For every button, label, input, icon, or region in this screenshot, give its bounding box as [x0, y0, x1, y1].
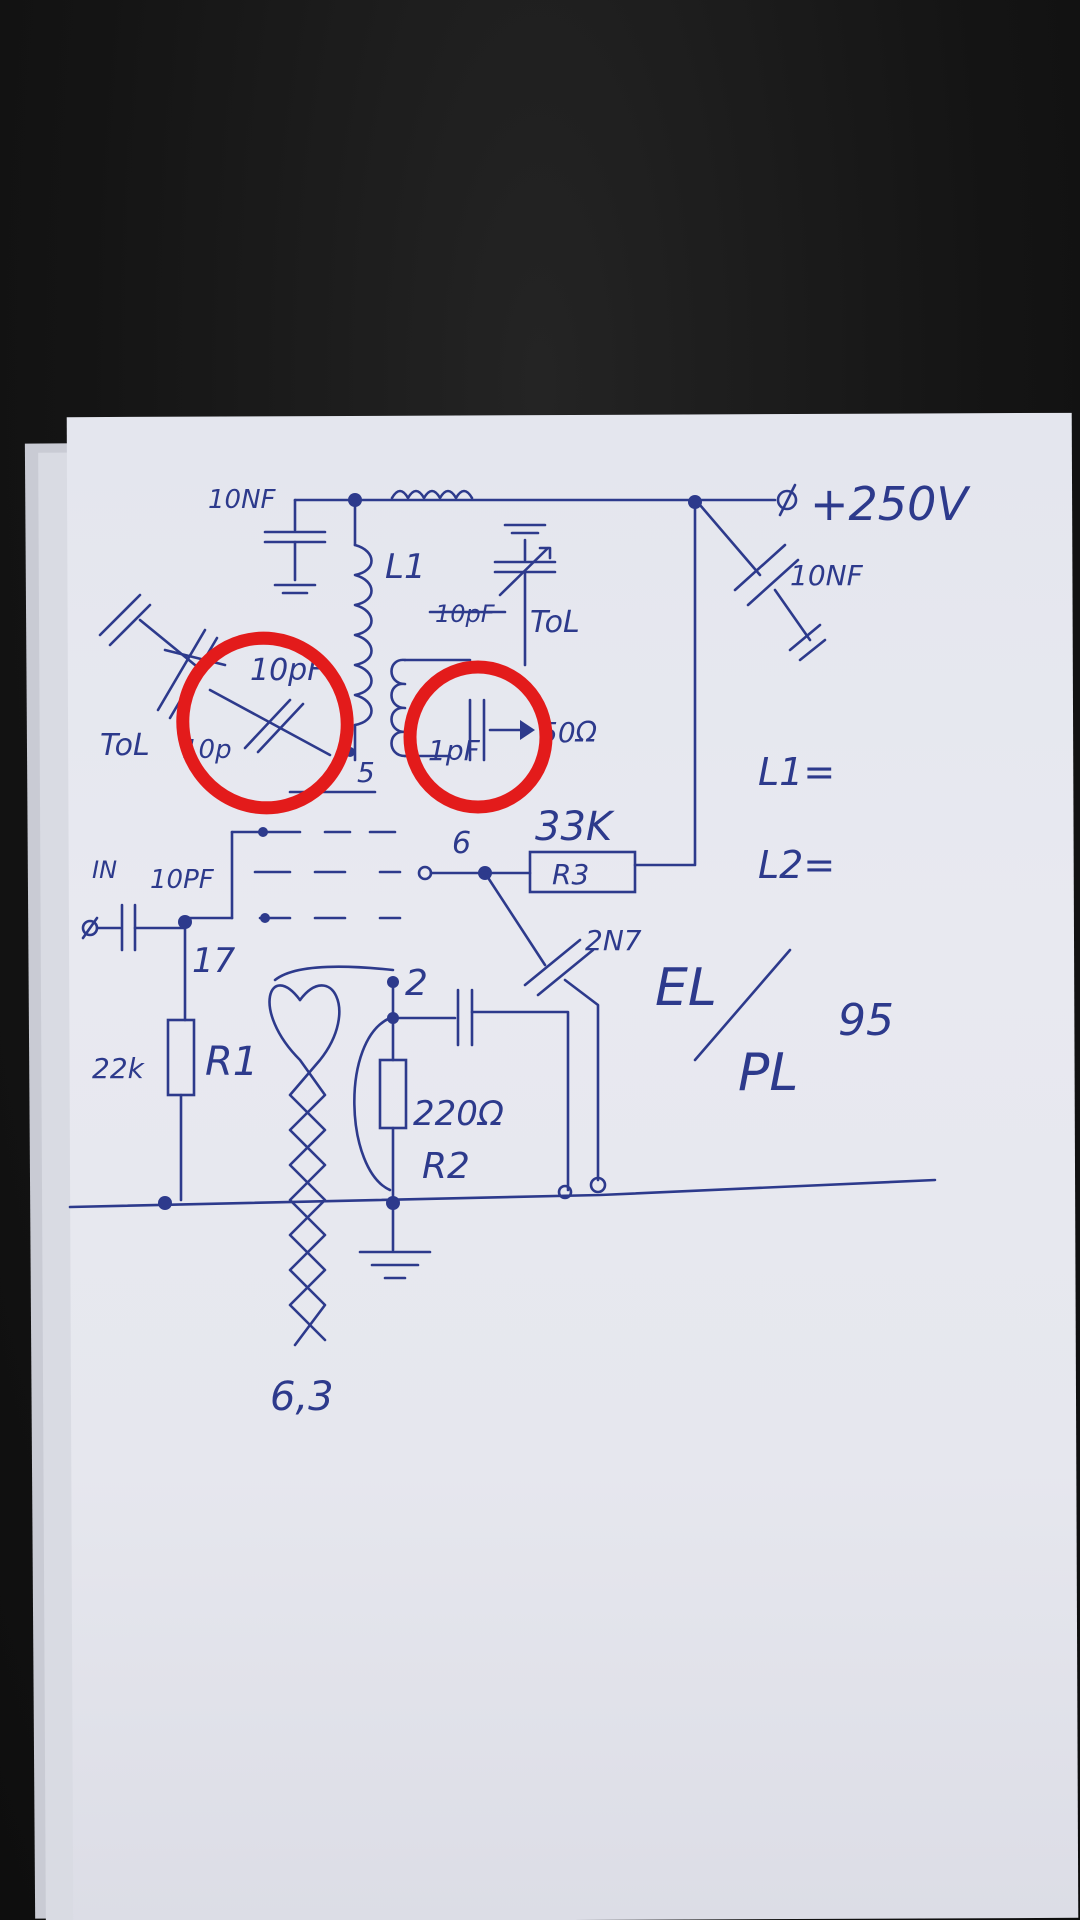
supply-label: +250V	[810, 477, 971, 531]
note-l2-equals: L2=	[758, 843, 835, 887]
rf-choke-coil	[390, 489, 474, 500]
capacitor-lead-ground	[773, 588, 812, 642]
ground-rail-wire	[68, 1178, 937, 1209]
pin-6-node	[417, 865, 433, 881]
r3-feed-wire	[633, 503, 697, 867]
r2-body	[378, 1058, 408, 1130]
circled-capacitor-right-label: 1pF	[428, 734, 481, 767]
tube-label-pl: PL	[738, 1043, 798, 1103]
cathode-section: 2 220Ω R2	[273, 963, 570, 1280]
top-rail: +250V	[293, 477, 971, 531]
ground-rail	[68, 1176, 937, 1210]
r2-label: R2	[422, 1146, 470, 1187]
capacitor-10nf-left: 10NF	[208, 485, 327, 595]
resistor-r1: 22k R1	[92, 920, 258, 1202]
pin-5-label: 5	[357, 756, 375, 789]
circled-capacitor-plates	[243, 698, 305, 754]
ground-node-2n7	[589, 1176, 607, 1194]
capacitor-plates-diagonal	[733, 543, 800, 607]
l2-windings	[390, 658, 407, 758]
input-to-grid-wire	[133, 916, 187, 930]
l1-windings	[353, 543, 373, 727]
r2-value-label: 220Ω	[413, 1094, 504, 1134]
input-section: IN 10PF 17	[81, 856, 236, 981]
r1-body	[166, 1018, 196, 1097]
ground-node-bypass	[557, 1184, 573, 1200]
cathode-lead	[273, 965, 395, 982]
ground-symbol-top-right	[503, 523, 547, 535]
heater-wire-a	[288, 984, 341, 1342]
capacitor-2n7: 2N7	[483, 871, 642, 1182]
tube-label-slash	[693, 948, 792, 1062]
circled-capacitor-right-plates	[468, 698, 486, 762]
ground-symbol-left	[98, 593, 152, 647]
capacitor-2n7-plates	[523, 938, 595, 997]
supply-terminal	[776, 489, 798, 511]
trimmer-left-lead	[138, 618, 197, 667]
ground-node-r2	[386, 1196, 400, 1210]
heater-voltage-label: 6,3	[270, 1374, 334, 1420]
trimmer-label-10pf-struck: 10pF	[435, 600, 496, 628]
capacitor-10pf-circled-left: 10pF	[176, 631, 354, 815]
ground-symbol-right	[788, 623, 827, 662]
heater-wire-b	[268, 984, 327, 1347]
tube-type-label: EL PL 95	[655, 948, 894, 1103]
capacitor-10nf-right: 10NF	[698, 503, 864, 662]
supply-terminal-slash	[778, 483, 797, 517]
output-arrow-icon	[520, 720, 535, 740]
ground-symbol-bottom	[358, 1250, 432, 1280]
pin-17-label: 17	[192, 941, 236, 981]
l1-label: L1	[385, 547, 426, 587]
resistor-r3: 33K R3	[528, 503, 697, 894]
tube-pin-lines: 6	[183, 826, 532, 923]
bypass-cap-plates	[456, 988, 474, 1047]
capacitor-2n7-label: 2N7	[585, 924, 642, 957]
capacitor-lead-diagonal	[698, 503, 762, 577]
r2-loop-bracket	[353, 1016, 392, 1192]
capacitor-2n7-lead-top	[483, 871, 547, 967]
trimmer-capacitor-right: 10pF ToL	[428, 523, 580, 667]
capacitor-label-10nf-right: 10NF	[790, 559, 864, 592]
pin-dot-bottom	[260, 913, 270, 923]
tube-label-95: 95	[838, 995, 894, 1046]
node-dot-supply	[688, 495, 702, 509]
r3-label: R3	[552, 858, 589, 891]
capacitor-label-10nf-left: 10NF	[208, 485, 277, 515]
red-marker-circle-left	[176, 631, 354, 815]
note-l1-equals: L1=	[758, 750, 835, 794]
r1-value-label: 22k	[92, 1052, 146, 1085]
ground-symbol-top-left	[273, 583, 317, 595]
ground-node-r1	[158, 1196, 172, 1210]
input-capacitor-plates	[120, 903, 137, 952]
r3-value-label: 33K	[535, 804, 615, 850]
r1-label: R1	[205, 1039, 258, 1085]
input-label: IN	[92, 856, 117, 884]
input-terminal-slash	[81, 916, 99, 940]
pin-2-label: 2	[405, 963, 428, 1004]
capacitor-1pf-circled-right: 1pF 50Ω	[403, 660, 598, 814]
input-capacitor-label: 10PF	[150, 865, 215, 895]
capacitor-2n7-lead-bottom	[563, 978, 600, 1182]
tube-label-el: EL	[655, 958, 717, 1018]
tol-left-label: ToL	[100, 728, 150, 763]
red-marker-circle-right	[403, 660, 553, 814]
r3-body	[528, 850, 637, 894]
heater-twisted-pair: 6,3	[268, 984, 341, 1420]
pin-6-label: 6	[452, 826, 471, 861]
bypass-cap-return	[470, 1010, 570, 1192]
tol-right-label: ToL	[530, 605, 580, 640]
